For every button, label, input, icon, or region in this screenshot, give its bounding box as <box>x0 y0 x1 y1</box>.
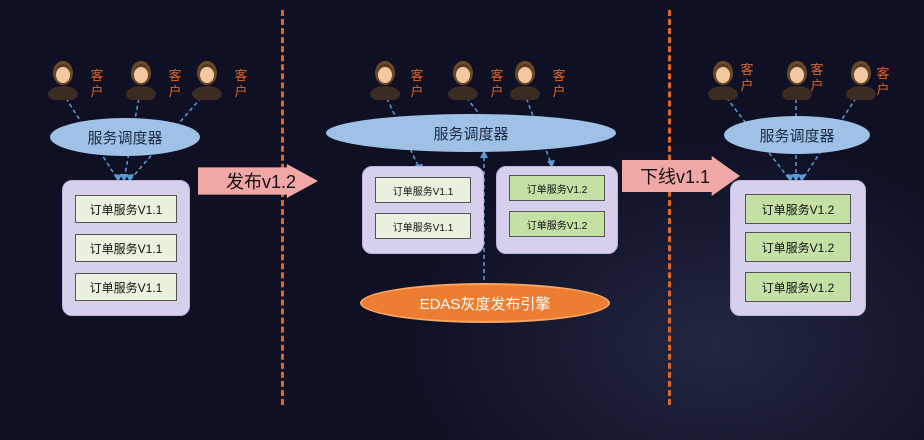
service-scheduler: 服务调度器 <box>724 116 870 154</box>
link-client3-scheduler-2 <box>523 91 553 167</box>
service-group-v11: 订单服务V1.1 订单服务V1.1 <box>362 166 484 254</box>
stage-divider-1 <box>281 10 284 405</box>
client-avatar-icon <box>368 58 402 102</box>
client-label: 客户 <box>410 68 424 99</box>
arrowhead-3b <box>792 174 800 182</box>
arrowhead-2c <box>547 160 555 168</box>
client-label: 客户 <box>168 68 182 99</box>
release-diagram: 客户 客户 客户 服务调度器 订单服务V1.1 订单服务V1.1 订单服务V1.… <box>46 10 924 440</box>
client-label: 客户 <box>810 62 824 93</box>
link-client1-scheduler-3 <box>721 91 791 181</box>
offline-step-arrow: 下线v1.1 <box>622 156 740 196</box>
stage-divider-2 <box>668 10 671 405</box>
arrowhead-engine <box>480 150 488 158</box>
arrowhead-1b <box>120 174 128 182</box>
client-avatar-icon <box>446 58 480 102</box>
order-service-v11: 订单服务V1.1 <box>75 273 177 301</box>
order-service-v12: 订单服务V1.2 <box>509 175 605 201</box>
client-avatar-icon <box>124 58 158 102</box>
order-service-v11: 订单服务V1.1 <box>75 234 177 262</box>
order-service-v12: 订单服务V1.2 <box>509 211 605 237</box>
service-group-v12: 订单服务V1.2 订单服务V1.2 订单服务V1.2 <box>730 180 866 316</box>
service-scheduler: 服务调度器 <box>326 114 616 152</box>
service-group-v12: 订单服务V1.2 订单服务V1.2 <box>496 166 618 254</box>
client-label: 客户 <box>234 68 248 99</box>
client-label: 客户 <box>552 68 566 99</box>
order-service-v12: 订单服务V1.2 <box>745 272 851 302</box>
order-service-v12: 订单服务V1.2 <box>745 194 851 224</box>
gray-release-engine: EDAS灰度发布引擎 <box>360 283 610 323</box>
offline-step-label: 下线v1.1 <box>640 167 711 187</box>
client-label: 客户 <box>740 62 754 93</box>
client-label: 客户 <box>876 66 890 97</box>
client-avatar-icon <box>780 58 814 102</box>
client-avatar-icon <box>844 58 878 102</box>
publish-step-label: 发布v1.2 <box>226 172 297 192</box>
client-avatar-icon <box>46 58 80 102</box>
order-service-v12: 订单服务V1.2 <box>745 232 851 262</box>
arrowhead-3a <box>786 174 794 182</box>
order-service-v11: 订单服务V1.1 <box>375 213 471 239</box>
order-service-v11: 订单服务V1.1 <box>375 177 471 203</box>
arrowhead-1c <box>126 174 134 182</box>
client-label: 客户 <box>90 68 104 99</box>
client-avatar-icon <box>190 58 224 102</box>
order-service-v11: 订单服务V1.1 <box>75 195 177 223</box>
arrowhead-3c <box>798 174 806 182</box>
client-avatar-icon <box>706 58 740 102</box>
client-avatar-icon <box>508 58 542 102</box>
client-label: 客户 <box>490 68 504 99</box>
arrowhead-1a <box>114 174 122 182</box>
service-scheduler: 服务调度器 <box>50 118 200 156</box>
service-group-v11: 订单服务V1.1 订单服务V1.1 订单服务V1.1 <box>62 180 190 316</box>
